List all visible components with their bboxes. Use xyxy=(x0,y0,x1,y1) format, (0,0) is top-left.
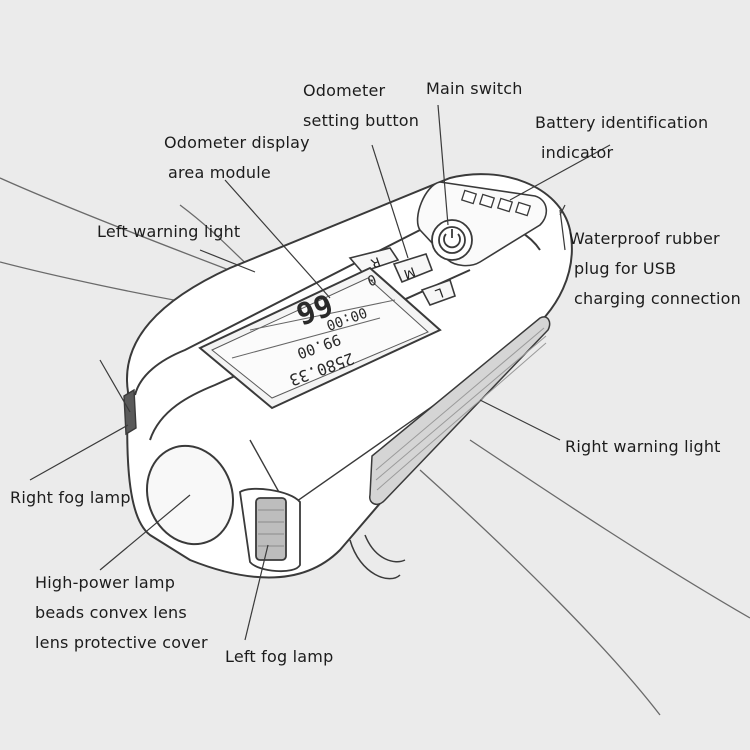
label-battery-indicator: Battery identification indicator xyxy=(535,108,708,168)
display-screen xyxy=(198,266,442,410)
label-line: beads convex lens xyxy=(35,603,187,622)
label-right-warning-light: Right warning light xyxy=(565,437,721,456)
mode-buttons xyxy=(348,247,456,306)
handlebar-lines xyxy=(0,177,750,716)
label-line: area module xyxy=(168,163,271,182)
label-right-fog-lamp: Right fog lamp xyxy=(10,488,131,507)
label-odometer-setting-button: Odometer setting button xyxy=(303,76,419,136)
label-high-power-lamp: High-power lamp beads convex lens lens p… xyxy=(35,568,208,658)
label-main-switch: Main switch xyxy=(426,79,523,98)
label-left-warning-light: Left warning light xyxy=(97,222,241,241)
right-warning-light xyxy=(369,316,551,506)
label-line: lens protective cover xyxy=(35,633,208,652)
label-left-fog-lamp: Left fog lamp xyxy=(225,647,334,666)
leader-lines xyxy=(29,104,611,641)
label-line: High-power lamp xyxy=(35,573,176,592)
label-line: setting button xyxy=(303,111,420,130)
label-line: plug for USB xyxy=(574,259,677,278)
battery-indicator-boxes xyxy=(460,189,532,217)
label-line: Odometer display xyxy=(164,133,310,152)
label-line: Odometer xyxy=(303,81,386,100)
label-waterproof-plug: Waterproof rubber plug for USB charging … xyxy=(569,224,741,314)
label-odometer-display: Odometer display area module xyxy=(164,128,310,188)
label-line: indicator xyxy=(541,143,614,162)
power-switch xyxy=(431,219,473,261)
label-line: Waterproof rubber xyxy=(569,229,720,248)
label-line: Battery identification xyxy=(535,113,709,132)
button-m-label: M xyxy=(401,263,417,281)
label-line: charging connection xyxy=(574,289,741,308)
mount-bracket xyxy=(349,534,406,580)
left-fog-lamp xyxy=(239,487,301,572)
